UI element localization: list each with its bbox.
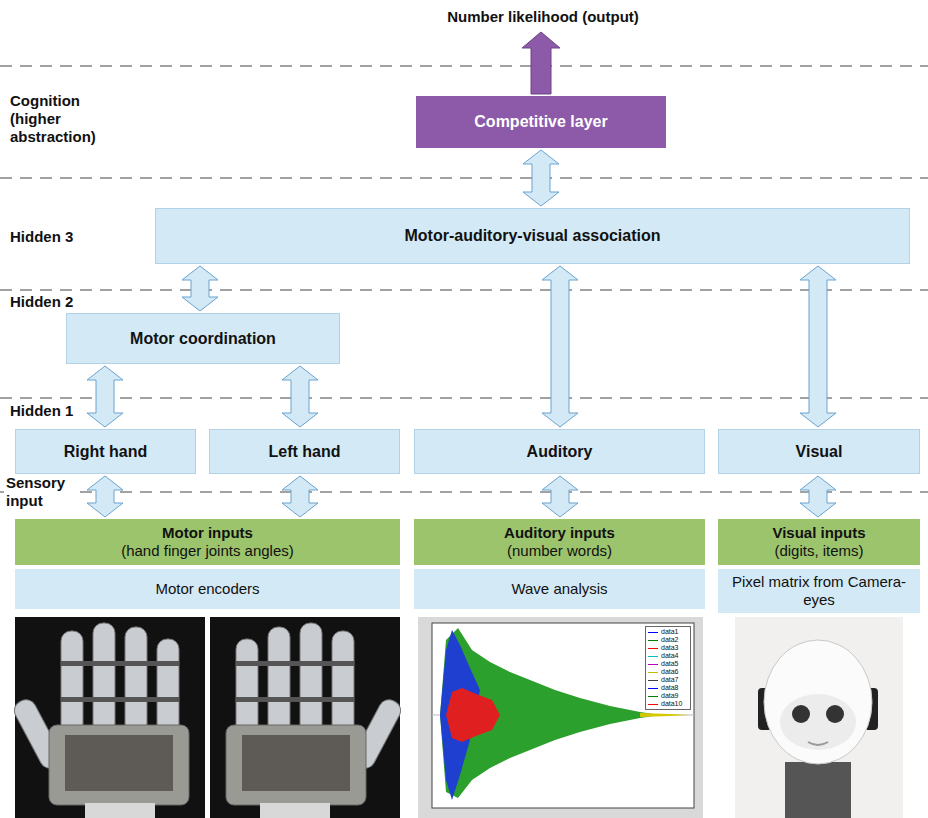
node-text: Auditory bbox=[527, 442, 593, 461]
node-subtext: (number words) bbox=[507, 542, 612, 560]
block-arrow bbox=[87, 366, 123, 427]
photo-ground bbox=[735, 617, 903, 818]
legend-line-sample bbox=[648, 696, 658, 697]
legend-text: data4 bbox=[661, 652, 679, 659]
association-box: Motor-auditory-visual association bbox=[155, 208, 910, 264]
level-lines bbox=[0, 66, 928, 492]
block-arrow bbox=[800, 266, 836, 427]
legend-text: data7 bbox=[661, 676, 679, 683]
block-arrow bbox=[182, 266, 218, 311]
legend-entry: data2 bbox=[648, 636, 688, 644]
plot-frame bbox=[418, 617, 703, 818]
level-label: Hidden 2 bbox=[8, 293, 75, 311]
hidden-box: Auditory bbox=[414, 429, 705, 474]
hidden-box: Left hand bbox=[209, 429, 400, 474]
legend-entry: data9 bbox=[648, 692, 688, 700]
legend-line-sample bbox=[648, 680, 658, 681]
legend-line-sample bbox=[648, 632, 658, 633]
legend-text: data5 bbox=[661, 660, 679, 667]
node-text: Motor coordination bbox=[130, 329, 276, 348]
block-arrow bbox=[542, 266, 578, 427]
input-box: Visual inputs(digits, items) bbox=[718, 519, 920, 565]
robot-eye bbox=[826, 705, 844, 723]
legend-line-sample bbox=[648, 704, 658, 705]
waveform bbox=[446, 688, 500, 742]
robot-neck bbox=[785, 762, 851, 818]
legend-line-sample bbox=[648, 656, 658, 657]
legend-line-sample bbox=[648, 672, 658, 673]
node-text: Pixel matrix from Camera-eyes bbox=[724, 573, 914, 609]
node-subtext: (digits, items) bbox=[774, 542, 863, 560]
robot-face bbox=[780, 694, 856, 750]
level-line bbox=[0, 66, 928, 67]
legend-entry: data4 bbox=[648, 652, 688, 660]
node-text: Left hand bbox=[269, 442, 341, 461]
sensor-box: Pixel matrix from Camera-eyes bbox=[718, 569, 920, 613]
node-text: Auditory inputs bbox=[504, 524, 615, 542]
legend-text: data10 bbox=[661, 700, 682, 707]
node-text: Wave analysis bbox=[511, 580, 607, 598]
block-arrow bbox=[87, 476, 123, 517]
robot-eye bbox=[792, 705, 810, 723]
legend-line-sample bbox=[648, 664, 658, 665]
waveform bbox=[640, 713, 690, 717]
level-line bbox=[0, 178, 928, 179]
hidden-box: Right hand bbox=[15, 429, 196, 474]
legend-line-sample bbox=[648, 648, 658, 649]
legend-entry: data8 bbox=[648, 684, 688, 692]
legend-text: data2 bbox=[661, 636, 679, 643]
block-arrow bbox=[542, 476, 578, 517]
node-text: Visual bbox=[796, 442, 843, 461]
block-arrow bbox=[523, 150, 559, 206]
plot-legend: data1data2data3data4data5data6data7data8… bbox=[645, 626, 691, 710]
legend-line-sample bbox=[648, 640, 658, 641]
level-label: Hidden 1 bbox=[8, 402, 75, 420]
node-text: Motor inputs bbox=[162, 524, 253, 542]
node-text: Visual inputs bbox=[772, 524, 865, 542]
right-hand-photo bbox=[11, 617, 205, 818]
robot-mouth bbox=[808, 742, 828, 745]
input-box: Motor inputs(hand finger joints angles) bbox=[15, 519, 400, 565]
legend-line-sample bbox=[648, 688, 658, 689]
node-text: Motor encoders bbox=[155, 580, 259, 598]
level-label: Sensory input bbox=[4, 474, 80, 510]
output-label: Number likelihood (output) bbox=[341, 8, 745, 26]
level-line bbox=[0, 492, 928, 493]
level-line bbox=[0, 290, 928, 291]
input-box: Auditory inputs(number words) bbox=[414, 519, 705, 565]
legend-text: data3 bbox=[661, 644, 679, 651]
hidden-box: Visual bbox=[718, 429, 920, 474]
legend-text: data1 bbox=[661, 628, 679, 635]
legend-entry: data1 bbox=[648, 628, 688, 636]
robot-head bbox=[764, 640, 872, 764]
legend-entry: data5 bbox=[648, 660, 688, 668]
sensor-box: Motor encoders bbox=[15, 569, 400, 609]
legend-entry: data6 bbox=[648, 668, 688, 676]
plot-area bbox=[432, 623, 694, 808]
waveform bbox=[440, 628, 660, 798]
legend-text: data6 bbox=[661, 668, 679, 675]
photo-divider bbox=[205, 617, 209, 818]
level-label: Hidden 3 bbox=[8, 228, 75, 246]
block-arrow bbox=[800, 476, 836, 517]
legend-text: data8 bbox=[661, 684, 679, 691]
sensor-box: Wave analysis bbox=[414, 569, 705, 609]
coordination-box: Motor coordination bbox=[66, 313, 340, 364]
node-text: Competitive layer bbox=[474, 112, 607, 131]
legend-entry: data7 bbox=[648, 676, 688, 684]
legend-entry: data3 bbox=[648, 644, 688, 652]
left-hand-photo bbox=[210, 617, 404, 818]
level-line bbox=[0, 398, 928, 399]
legend-text: data9 bbox=[661, 692, 679, 699]
output-arrow bbox=[522, 32, 560, 94]
level-label: Cognition (higher abstraction) bbox=[8, 92, 116, 146]
block-arrow bbox=[282, 476, 318, 517]
block-arrow bbox=[282, 366, 318, 427]
node-text: Motor-auditory-visual association bbox=[404, 226, 660, 245]
node-subtext: (hand finger joints angles) bbox=[121, 542, 294, 560]
node-text: Right hand bbox=[64, 442, 148, 461]
legend-entry: data10 bbox=[648, 700, 688, 708]
competitive-layer-box: Competitive layer bbox=[416, 96, 666, 148]
